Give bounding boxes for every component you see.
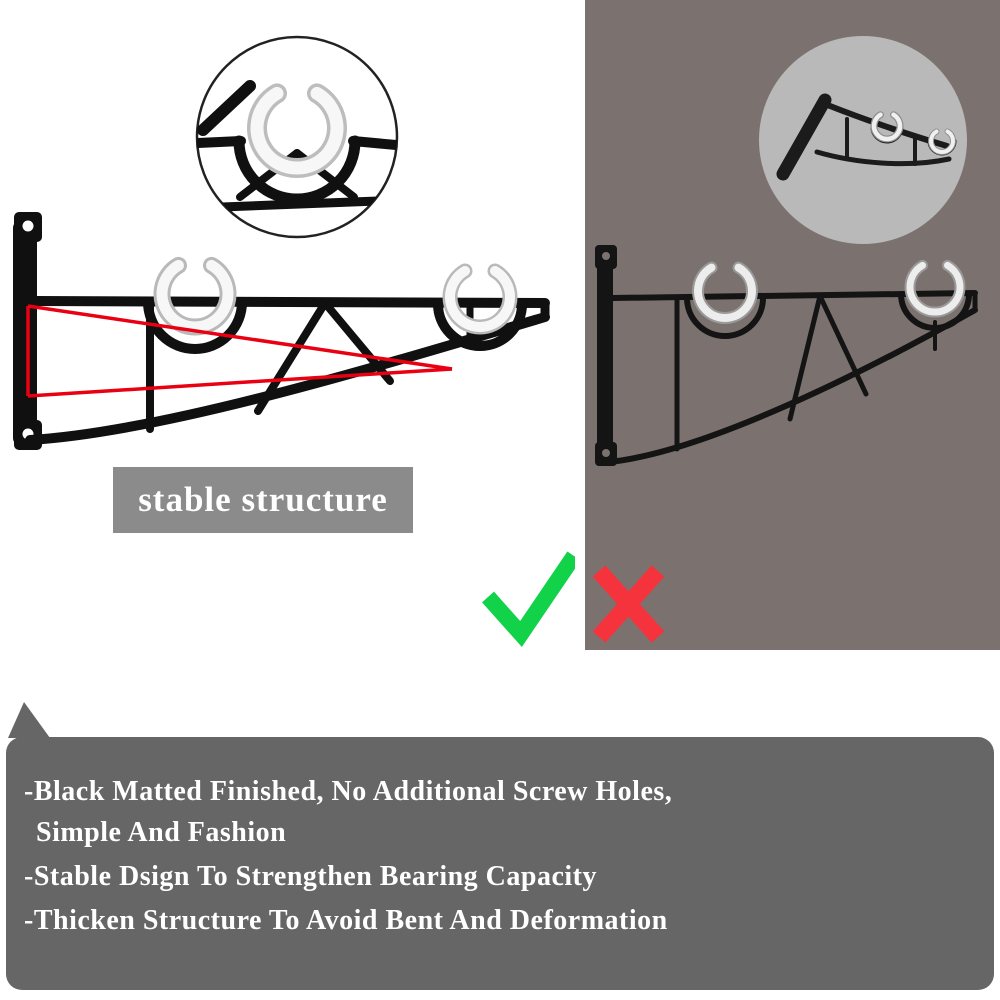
feature-line-1: -Black Matted Finished, No Additional Sc… — [24, 776, 673, 807]
wall-plate-right — [597, 252, 613, 464]
zoom-circle-deformed — [759, 36, 967, 244]
screw-hole-top — [22, 220, 34, 232]
feature-line-3: -Stable Dsign To Strengthen Bearing Capa… — [24, 861, 597, 892]
features-panel: -Black Matted Finished, No Additional Sc… — [6, 702, 994, 990]
stability-triangle-annotation — [26, 304, 453, 398]
left-panel-illustration — [13, 35, 575, 647]
rod-cup-1 — [143, 297, 247, 354]
feature-line-2: Simple And Fashion — [36, 817, 287, 848]
rod-cup-right-1 — [684, 295, 766, 339]
right-panel-illustration — [585, 0, 1000, 650]
zoom-inset-left — [195, 35, 399, 239]
feature-line-4: -Thicken Structure To Avoid Bent And Def… — [24, 905, 668, 936]
check-icon — [482, 551, 575, 647]
right-comparison-panel — [585, 0, 1000, 650]
screw-hole-top-right — [602, 252, 610, 260]
rod-clip-1 — [153, 256, 237, 336]
stable-structure-label-text: stable structure — [138, 480, 388, 519]
left-comparison-panel: stable structure — [0, 0, 575, 650]
rod-cup-right-2 — [898, 291, 972, 331]
screw-hole-bottom-right — [602, 449, 610, 457]
rod-cup-2 — [433, 299, 527, 351]
bracket-stable — [13, 212, 550, 450]
zoom-inset-right — [759, 36, 967, 244]
wall-plate — [13, 220, 37, 446]
pointer-triangle — [8, 702, 50, 738]
rod-clip-2 — [442, 263, 518, 335]
stable-structure-label: stable structure — [113, 467, 413, 533]
rod-clip-right-1 — [692, 261, 758, 324]
x-icon — [592, 565, 665, 643]
rod-clip-right-2 — [904, 259, 966, 318]
